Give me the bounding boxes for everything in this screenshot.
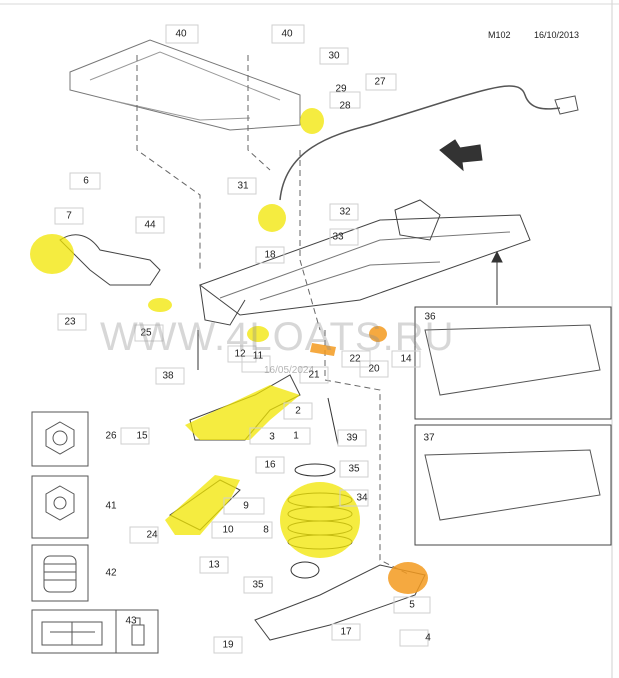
callout-17: 17 [340, 626, 352, 638]
callout-5: 5 [409, 599, 415, 611]
callout-34: 34 [356, 492, 368, 504]
callout-30: 30 [328, 50, 340, 62]
callout-36: 36 [424, 311, 436, 323]
callout-28: 28 [339, 100, 351, 112]
callout-8: 8 [263, 524, 269, 536]
callout-40-left: 40 [175, 28, 187, 40]
callout-19: 19 [222, 639, 234, 651]
callout-32: 32 [339, 206, 351, 218]
callout-35-upper: 35 [348, 463, 360, 475]
callout-21: 21 [308, 369, 320, 381]
callout-1: 1 [293, 430, 299, 442]
callout-2: 2 [295, 405, 301, 417]
callout-40-right: 40 [281, 28, 293, 40]
watermark-date: 16/05/2024 [264, 365, 315, 376]
callout-38: 38 [162, 370, 174, 382]
callout-43: 43 [125, 615, 137, 627]
callout-26: 26 [105, 430, 117, 442]
callout-7: 7 [66, 210, 72, 222]
diagram-date: 16/10/2013 [534, 30, 580, 40]
callout-42: 42 [105, 567, 117, 579]
callout-18: 18 [264, 249, 276, 261]
callout-4: 4 [425, 632, 431, 644]
callout-12: 12 [234, 348, 246, 360]
callout-14: 14 [400, 353, 412, 365]
callout-41: 41 [105, 500, 117, 512]
callout-16: 16 [264, 459, 276, 471]
callout-29: 29 [335, 83, 347, 95]
callout-22: 22 [349, 353, 361, 365]
callout-25: 25 [140, 327, 152, 339]
model-code: M102 [488, 30, 511, 40]
callout-27: 27 [374, 76, 386, 88]
callout-31: 31 [237, 180, 249, 192]
callout-9: 9 [243, 500, 249, 512]
watermark: WWW.4LOATS.RU [100, 315, 455, 359]
callout-13: 13 [208, 559, 220, 571]
callout-44: 44 [144, 219, 156, 231]
callout-35-lower: 35 [252, 579, 264, 591]
callout-37: 37 [423, 432, 435, 444]
callout-33: 33 [332, 231, 344, 243]
callout-15: 15 [136, 430, 148, 442]
callout-11: 11 [252, 350, 264, 362]
callout-3: 3 [269, 431, 275, 443]
callout-6: 6 [83, 175, 89, 187]
callout-24: 24 [146, 529, 158, 541]
callout-10: 10 [222, 524, 234, 536]
callout-39: 39 [346, 432, 358, 444]
callout-20: 20 [368, 363, 380, 375]
callout-23: 23 [64, 316, 76, 328]
